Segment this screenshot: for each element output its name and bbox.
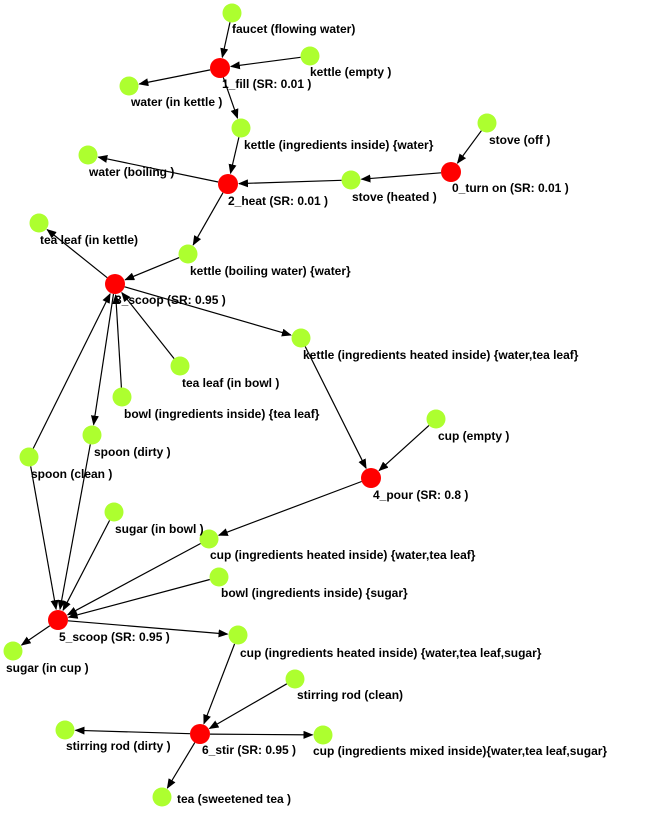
state-node-kettle-heated-tea <box>291 328 311 348</box>
edge-cup_heated_tea-to-scoop5 <box>66 542 201 616</box>
node-label-stove-off: stove (off ) <box>489 133 550 147</box>
edge-stove_off-to-turn_on <box>456 130 482 164</box>
edge-cup_empty-to-pour <box>378 424 430 472</box>
edge-pour-to-cup_heated_tea <box>217 480 362 536</box>
node-label-tealeaf-bowl: tea leaf (in bowl ) <box>182 376 279 390</box>
node-label-rod-dirty: stirring rod (dirty ) <box>66 739 171 753</box>
edge-scoop3-to-spoon_dirty <box>91 293 115 426</box>
edge-stove_heated-to-heat <box>238 179 342 188</box>
state-node-water-kettle <box>119 76 139 96</box>
edge-tealeaf_bowl-to-scoop3 <box>121 291 175 359</box>
edge-rod_clean-to-stir <box>208 683 288 730</box>
node-label-fill: 1_fill (SR: 0.01 ) <box>222 77 311 91</box>
state-node-cup-heated-sugar <box>228 625 248 645</box>
nodes-layer <box>3 3 497 807</box>
state-node-rod-clean <box>285 669 305 689</box>
edge-kettle_empty-to-fill <box>229 56 301 70</box>
state-node-sugar-bowl <box>104 502 124 522</box>
state-node-bowl-tea <box>112 387 132 407</box>
state-node-faucet <box>222 3 242 23</box>
node-label-cup-empty: cup (empty ) <box>438 429 509 443</box>
state-node-cup-mixed <box>313 725 333 745</box>
labels-layer: faucet (flowing water) 1_fill (SR: 0.01 )… <box>6 22 607 806</box>
node-label-kettle-boiling: kettle (boiling water) {water} <box>190 264 351 278</box>
node-label-cup-heated-sugar: cup (ingredients heated inside) {water,t… <box>240 646 542 660</box>
edge-stir-to-cup_mixed <box>209 730 314 739</box>
edge-heat-to-water_boiling <box>97 155 219 183</box>
edge-bowl_tea-to-scoop3 <box>112 294 122 388</box>
action-node-turn-on <box>441 162 461 182</box>
edge-kettle_heated_tea-to-pour <box>304 346 367 470</box>
node-label-scoop3: 3_scoop (SR: 0.95 ) <box>115 293 226 307</box>
state-node-kettle-empty <box>300 46 320 66</box>
action-node-fill <box>210 58 230 78</box>
edge-scoop5-to-sugar_cup <box>20 625 51 646</box>
edges-layer <box>20 22 482 789</box>
state-node-spoon-dirty <box>82 425 102 445</box>
state-node-tealeaf-bowl <box>170 356 190 376</box>
node-label-water-boiling: water (boiling ) <box>88 165 174 179</box>
edge-sugar_bowl-to-scoop5 <box>62 520 111 612</box>
state-node-tea-sweet <box>152 787 172 807</box>
node-label-heat: 2_heat (SR: 0.01 ) <box>228 194 328 208</box>
node-label-bowl-sugar: bowl (ingredients inside) {sugar} <box>221 586 408 600</box>
node-label-turn-on: 0_turn on (SR: 0.01 ) <box>452 181 569 195</box>
node-label-stir: 6_stir (SR: 0.95 ) <box>202 743 296 757</box>
node-label-spoon-dirty: spoon (dirty ) <box>94 445 171 459</box>
state-node-cup-heated-tea <box>199 529 219 549</box>
state-node-rod-dirty <box>55 720 75 740</box>
edge-heat-to-kettle_boiling <box>192 192 224 246</box>
edge-stir-to-rod_dirty <box>74 726 191 735</box>
node-label-tealeaf-kettle: tea leaf (in kettle) <box>40 233 138 247</box>
node-label-kettle-water: kettle (ingredients inside) {water} <box>244 138 434 152</box>
edge-turn_on-to-stove_heated <box>360 172 442 183</box>
state-node-stove-heated <box>341 170 361 190</box>
edge-cup_heated_sugar-to-stir <box>203 643 236 725</box>
state-node-sugar-cup <box>3 641 23 661</box>
action-node-heat <box>218 174 238 194</box>
state-node-water-boiling <box>78 145 98 165</box>
edge-scoop3-to-kettle_heated_tea <box>124 286 292 337</box>
edge-spoon_clean-to-scoop3 <box>32 293 111 449</box>
node-label-rod-clean: stirring rod (clean) <box>297 688 403 702</box>
action-node-pour <box>361 468 381 488</box>
state-node-bowl-sugar <box>209 567 229 587</box>
node-label-scoop5: 5_scoop (SR: 0.95 ) <box>59 630 170 644</box>
node-label-bowl-tea: bowl (ingredients inside) {tea leaf} <box>124 407 320 421</box>
edge-scoop3-to-tealeaf_kettle <box>46 228 108 279</box>
node-label-water-kettle: water (in kettle ) <box>130 95 222 109</box>
node-label-pour: 4_pour (SR: 0.8 ) <box>373 488 468 502</box>
action-node-scoop5 <box>48 610 68 630</box>
action-node-scoop3 <box>105 274 125 294</box>
node-label-cup-heated-tea: cup (ingredients heated inside) {water,t… <box>210 548 476 562</box>
edge-stir-to-tea_sweet <box>166 742 196 789</box>
node-label-cup-mixed: cup (ingredients mixed inside){water,tea… <box>313 744 607 758</box>
state-node-spoon-clean <box>19 447 39 467</box>
edge-faucet-to-fill <box>220 22 231 59</box>
edge-bowl_sugar-to-scoop5 <box>67 578 210 619</box>
state-node-kettle-boiling <box>178 244 198 264</box>
state-node-stove-off <box>477 113 497 133</box>
edge-fill-to-kettle_water <box>222 77 239 120</box>
node-label-kettle-heated-tea: kettle (ingredients heated inside) {wate… <box>303 348 579 362</box>
state-node-tealeaf-kettle <box>29 213 49 233</box>
node-label-tea-sweet: tea (sweetened tea ) <box>177 792 291 806</box>
node-label-faucet: faucet (flowing water) <box>232 22 355 36</box>
state-node-kettle-water <box>231 118 251 138</box>
node-label-sugar-bowl: sugar (in bowl ) <box>115 522 204 536</box>
node-label-spoon-clean: spoon (clean ) <box>31 467 112 481</box>
edge-scoop5-to-cup_heated_sugar <box>67 620 229 638</box>
edge-spoon_dirty-to-scoop5 <box>57 444 91 611</box>
edge-kettle_water-to-heat <box>228 137 240 175</box>
node-label-kettle-empty: kettle (empty ) <box>310 65 391 79</box>
state-node-cup-empty <box>426 409 446 429</box>
edge-kettle_boiling-to-scoop3 <box>124 257 180 281</box>
action-node-stir <box>190 724 210 744</box>
edge-fill-to-water_kettle <box>138 69 211 87</box>
edge-spoon_clean-to-scoop5 <box>30 466 59 611</box>
node-label-stove-heated: stove (heated ) <box>352 190 437 204</box>
node-label-sugar-cup: sugar (in cup ) <box>6 661 89 675</box>
